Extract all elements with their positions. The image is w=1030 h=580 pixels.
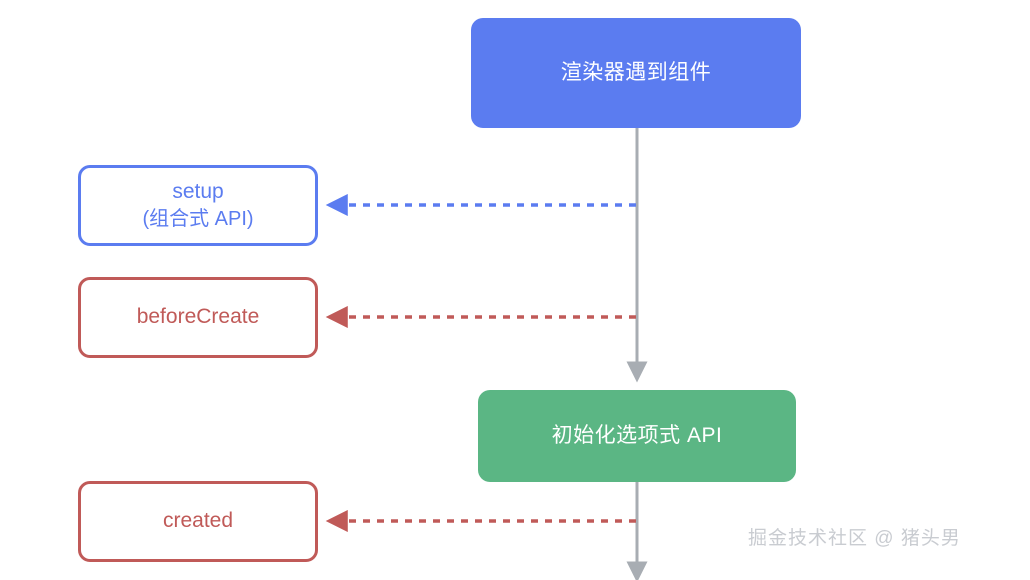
- node-created[interactable]: created: [78, 481, 318, 562]
- node-before-create[interactable]: beforeCreate: [78, 277, 318, 358]
- node-before-create-label: beforeCreate: [136, 305, 260, 329]
- watermark-text: 掘金技术社区 @ 猪头男: [748, 528, 961, 549]
- node-init-options-api-label: 初始化选项式 API: [551, 423, 723, 447]
- node-setup-label: setup: [172, 179, 224, 203]
- node-init-options-api[interactable]: 初始化选项式 API: [478, 390, 796, 482]
- node-renderer-meets-component-label: 渲染器遇到组件: [560, 60, 712, 84]
- node-setup-sublabel: (组合式 API): [142, 208, 254, 231]
- node-setup[interactable]: setup (组合式 API): [78, 165, 318, 246]
- node-created-label: created: [162, 509, 234, 533]
- node-renderer-meets-component[interactable]: 渲染器遇到组件: [471, 18, 801, 128]
